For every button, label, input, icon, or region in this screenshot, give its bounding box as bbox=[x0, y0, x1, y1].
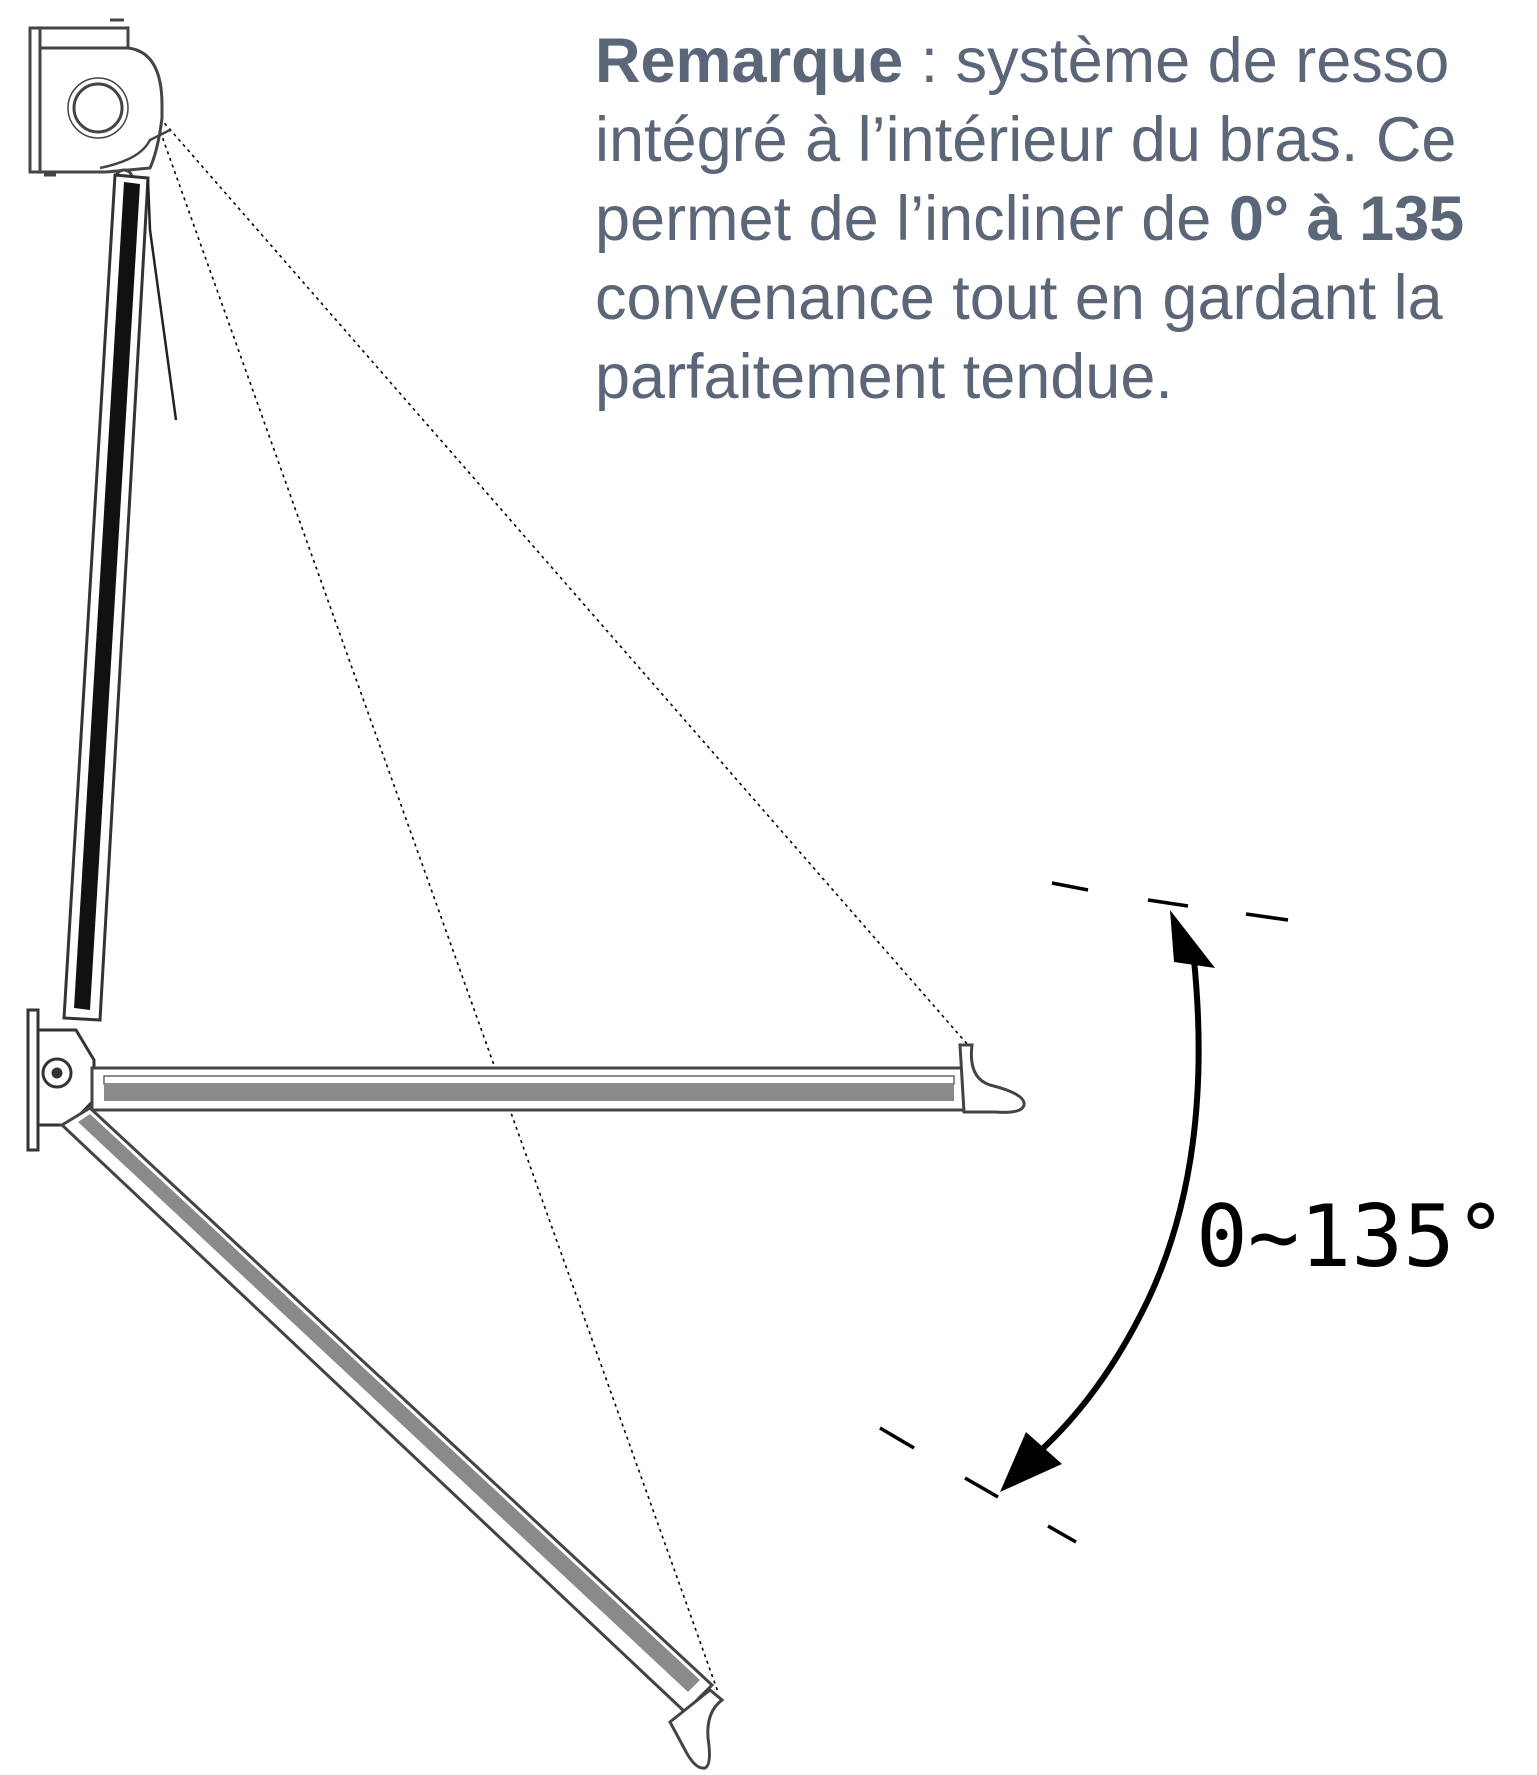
angle-label: 0~135° bbox=[1196, 1187, 1507, 1287]
cassette-box bbox=[28, 18, 171, 188]
awning-arm-raised bbox=[62, 173, 178, 1022]
note-text: Remarque : système de resso intégré à l’… bbox=[595, 22, 1537, 417]
awning-arm-horizontal bbox=[90, 1043, 1026, 1114]
guide-lines bbox=[157, 117, 969, 1693]
note-line-4: convenance tout en gardant la bbox=[595, 263, 1443, 333]
note-line-1: Remarque : système de resso bbox=[595, 26, 1450, 96]
note-line-3: permet de l’incliner de 0° à 135 bbox=[595, 184, 1465, 254]
note-line-2: intégré à l’intérieur du bras. Ce bbox=[595, 105, 1457, 175]
awning-arm-lowered bbox=[59, 1106, 725, 1770]
rotation-arrow-icon bbox=[1000, 910, 1215, 1492]
note-line-5: parfaitement tendue. bbox=[595, 342, 1173, 412]
angle-reference-marks bbox=[879, 881, 1289, 1544]
